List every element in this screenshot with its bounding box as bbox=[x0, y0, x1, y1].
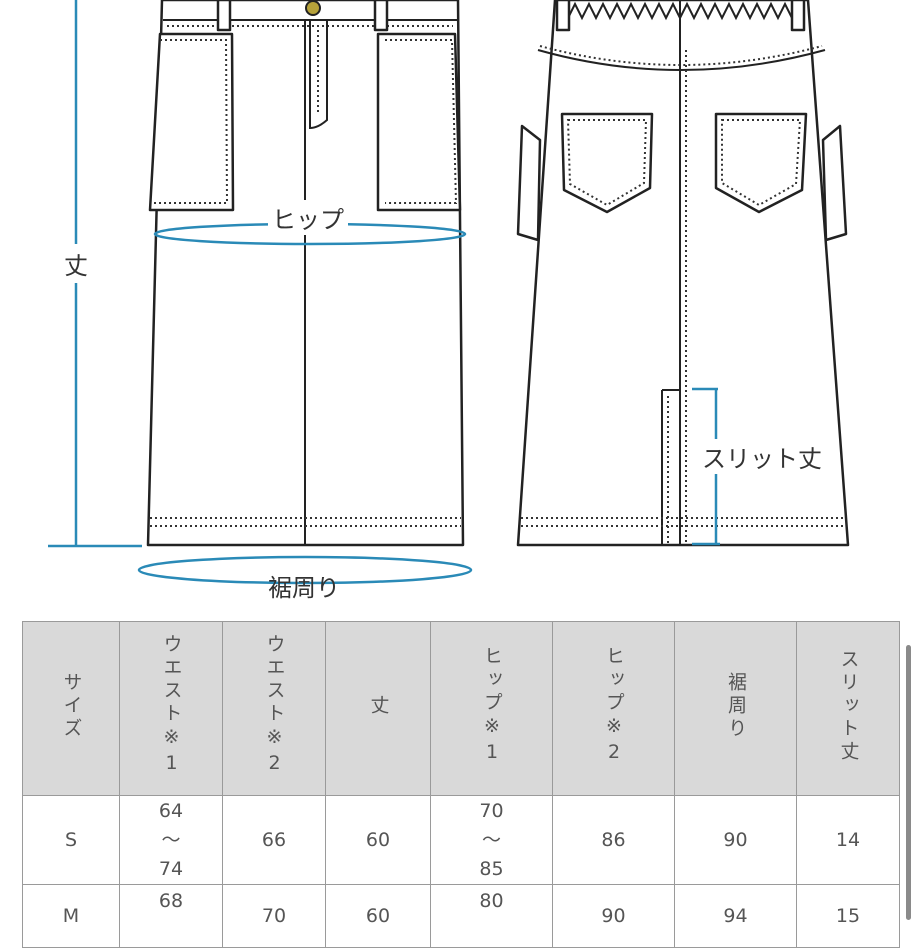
header-hem: 裾周り bbox=[674, 621, 797, 796]
cell-size: M bbox=[22, 884, 120, 948]
cell-length: 60 bbox=[325, 884, 431, 948]
cell-slit-length: 15 bbox=[796, 884, 900, 948]
cell-waist-2: 70 bbox=[222, 884, 326, 948]
cell-hem: 90 bbox=[674, 795, 797, 885]
hip-label: ヒップ bbox=[268, 200, 348, 235]
skirt-measurement-diagram: .ol { fill:#fff; stroke:#222; stroke-wid… bbox=[48, 0, 850, 585]
cell-hip-2: 90 bbox=[552, 884, 675, 948]
cell-waist-1: 64〜74 bbox=[119, 795, 223, 885]
header-slit-length: スリット丈 bbox=[796, 621, 900, 796]
cell-size: S bbox=[22, 795, 120, 885]
cell-hem: 94 bbox=[674, 884, 797, 948]
size-table: サイズ ウエスト※1 ウエスト※2 丈 ヒップ※1 ヒップ※2 裾周り スリット… bbox=[22, 621, 900, 948]
hem-label: 裾周り bbox=[268, 574, 340, 602]
cell-slit-length: 14 bbox=[796, 795, 900, 885]
cell-waist-2: 66 bbox=[222, 795, 326, 885]
scrollbar[interactable] bbox=[906, 645, 911, 920]
table-header-row: サイズ ウエスト※1 ウエスト※2 丈 ヒップ※1 ヒップ※2 裾周り スリット… bbox=[22, 621, 900, 796]
back-skirt-illustration bbox=[516, 0, 850, 547]
cell-waist-1: 68 bbox=[119, 884, 223, 948]
header-hip-1: ヒップ※1 bbox=[430, 621, 553, 796]
cell-hip-1: 80 bbox=[430, 884, 553, 948]
length-label: 丈 bbox=[64, 244, 88, 283]
table-row: S 64〜74 66 60 70〜85 86 90 14 bbox=[22, 795, 900, 885]
header-hip-2: ヒップ※2 bbox=[552, 621, 675, 796]
header-size: サイズ bbox=[22, 621, 120, 796]
front-skirt-illustration bbox=[146, 0, 465, 547]
slit-length-label: スリット丈 bbox=[700, 439, 824, 474]
header-length: 丈 bbox=[325, 621, 431, 796]
cell-hip-2: 86 bbox=[552, 795, 675, 885]
cell-length: 60 bbox=[325, 795, 431, 885]
header-waist-1: ウエスト※1 bbox=[119, 621, 223, 796]
table-row: M 68 70 60 80 90 94 15 bbox=[22, 884, 900, 948]
cell-hip-1: 70〜85 bbox=[430, 795, 553, 885]
header-waist-2: ウエスト※2 bbox=[222, 621, 326, 796]
